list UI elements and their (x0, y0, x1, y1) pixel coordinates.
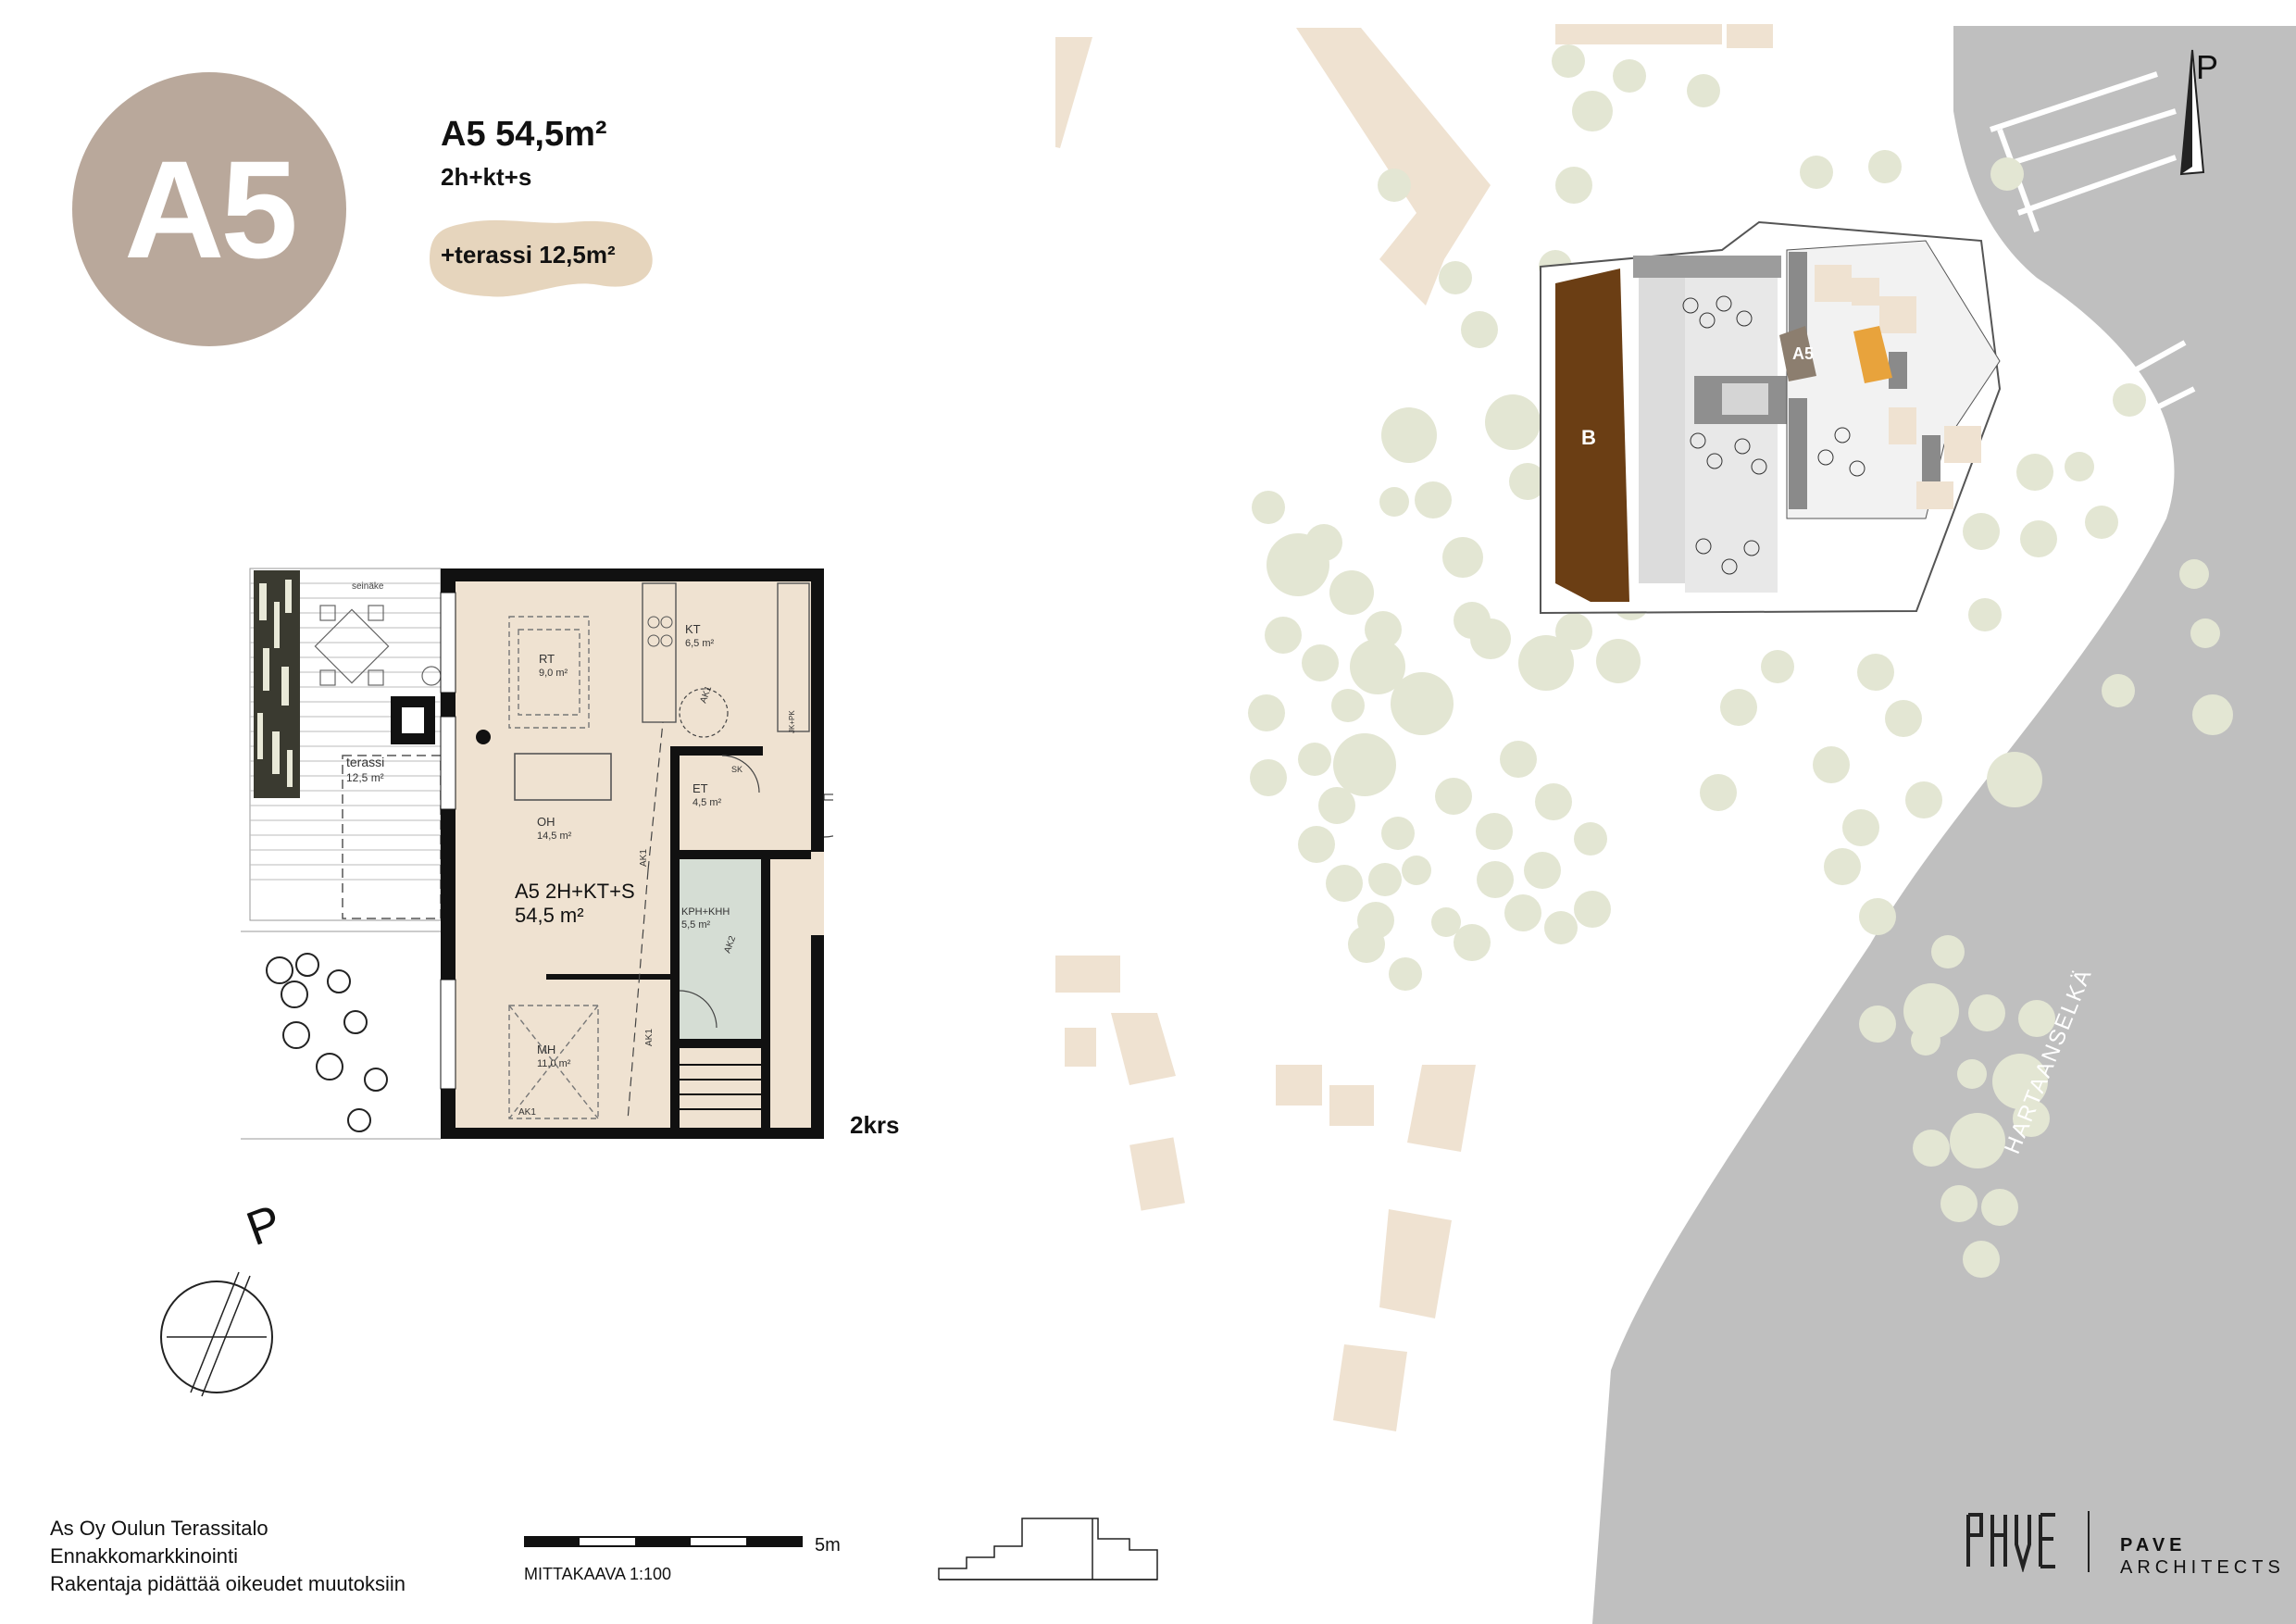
compass-label: P (240, 1194, 289, 1257)
fixture-ak1-living: AK1 (639, 849, 649, 867)
room-oh-name: OH (537, 815, 555, 829)
room-terrace-area: 12,5 m² (346, 771, 384, 784)
room-kph-name: KPH+KHH (681, 906, 730, 918)
room-kt-area: 6,5 m² (685, 638, 715, 649)
room-rt-name: RT (539, 652, 555, 666)
fixture-jk-pk: JK+PK (788, 710, 796, 733)
unit-badge: A5 (72, 72, 346, 346)
room-kph-area: 5,5 m² (681, 919, 711, 931)
terrace-pill-label: +terassi 12,5m² (441, 241, 616, 269)
room-mh-area: 11,0 m² (537, 1058, 571, 1069)
lake-shape (1592, 26, 2296, 1624)
footer-line-1: As Oy Oulun Terassitalo (50, 1517, 268, 1540)
room-et-name: ET (693, 781, 708, 795)
room-oh-area: 14,5 m² (537, 831, 572, 842)
footer-text: As Oy Oulun Terassitalo Ennakkomarkkinoi… (50, 1515, 406, 1598)
building-b-shape (1555, 269, 1629, 602)
logo-word-pave: PAVE (2120, 1535, 2187, 1555)
scale-bar (524, 1536, 803, 1547)
fixture-ak1-bed: AK1 (518, 1107, 536, 1118)
scale-caption: MITTAKAAVA 1:100 (524, 1565, 672, 1583)
fixture-ak1-bedroom: AK1 (644, 1029, 655, 1046)
room-rt-area: 9,0 m² (539, 668, 568, 679)
room-mh-name: MH (537, 1043, 555, 1056)
unit-title: A5 54,5m² (441, 115, 607, 154)
unit-subtitle: 2h+kt+s (441, 163, 532, 191)
floor-plan: seinäke terassi 12,5 m² RT 9,0 m² KT 6,5… (241, 568, 833, 1140)
footer-line-3: Rakentaja pidättää oikeudet muutoksiin (50, 1572, 406, 1595)
logo-word-architects: ARCHITECTS (2120, 1557, 2285, 1578)
terrace-pill: +terassi 12,5m² (424, 217, 659, 304)
north-label: P (2196, 48, 2219, 86)
section-icon (938, 1518, 1158, 1580)
pave-logo-icon (1966, 1511, 2090, 1572)
plan-unit-area: 54,5 m² (515, 904, 584, 927)
building-b-label: B (1581, 426, 1596, 449)
unit-a5-highlight (1853, 326, 1892, 383)
scale-end-label: 5m (815, 1535, 841, 1555)
wall-label: seinäke (352, 581, 384, 592)
footer-line-2: Ennakkomarkkinointi (50, 1544, 238, 1568)
unit-a5-label: A5 (1792, 344, 1815, 363)
floor-label: 2krs (850, 1111, 900, 1139)
fixture-sk: SK (731, 765, 742, 774)
room-et-area: 4,5 m² (693, 797, 722, 808)
room-kt-name: KT (685, 622, 701, 636)
site-plan (1055, 24, 2296, 1624)
plan-unit-name: A5 2H+KT+S (515, 880, 635, 903)
unit-badge-label: A5 (124, 131, 298, 287)
compass-icon (160, 1271, 273, 1397)
room-terrace-name: terassi (346, 755, 384, 769)
